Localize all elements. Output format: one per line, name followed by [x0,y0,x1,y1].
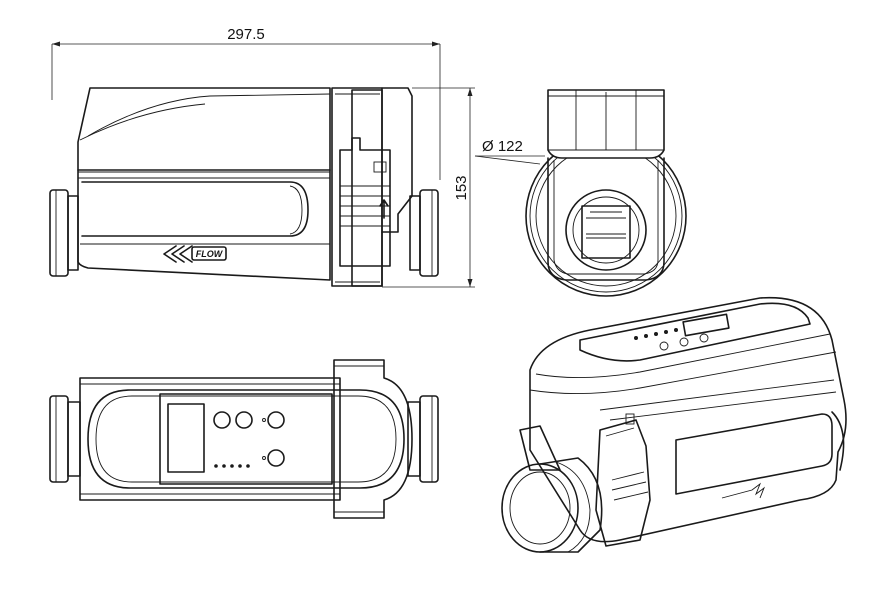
diameter-dimension: Ø 122 [474,138,545,165]
length-label: 297.5 [227,26,265,43]
height-dimension: 153 [382,87,475,288]
flow-label: FLOW [196,249,224,259]
side-view: 297.5 153 [49,26,475,288]
length-dimension: 297.5 [51,26,441,180]
isometric-view [501,296,847,553]
top-view [49,359,439,519]
end-view: Ø 122 [474,89,687,297]
height-label: 153 [453,175,470,200]
diameter-label: Ø 122 [482,138,523,155]
flow-direction-marker: FLOW [163,245,227,263]
